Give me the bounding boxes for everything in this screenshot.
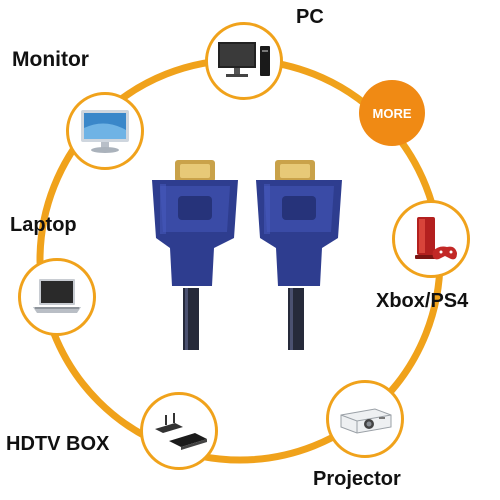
pc-label: PC [296,6,324,28]
monitor-icon [81,110,129,153]
more-button[interactable]: MORE [359,80,425,146]
laptop-label: Laptop [10,214,77,236]
vga-cable-right [288,288,304,350]
vga-connector-right [256,160,342,286]
monitor-label: Monitor [12,48,89,71]
xbox-ps4-node [392,200,470,278]
laptop-node [18,258,96,336]
vga-cable-left [183,288,199,350]
game-console-icon [415,217,457,260]
projector-node [326,380,404,458]
projector-icon [340,408,392,434]
desktop-pc-icon [218,42,270,77]
laptop-icon [33,279,81,313]
hdtv-box-label: HDTV BOX [6,433,110,455]
monitor-node [66,92,144,170]
set-top-box-icon [155,413,207,450]
pc-node [205,22,283,100]
projector-label: Projector [313,468,401,490]
xbox-ps4-label: Xbox/PS4 [376,290,469,312]
hdtv-box-node [140,392,218,470]
vga-connector-left [152,160,238,286]
